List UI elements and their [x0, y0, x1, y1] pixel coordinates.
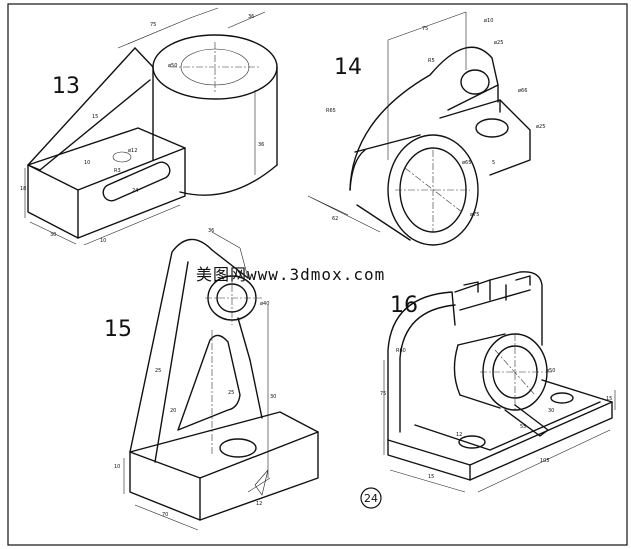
fig14-dim-10: 62: [332, 216, 338, 222]
fig16-dim-5: 12: [456, 432, 462, 438]
fig15-dim-0: 36: [208, 228, 214, 234]
fig13-dim-6: 10: [84, 160, 90, 166]
fig15-dim-2: 25: [155, 368, 161, 374]
fig13-dim-2: ø50: [168, 63, 177, 69]
fig15-dim-1: ø40: [260, 301, 269, 307]
figure-15-number: 15: [104, 317, 132, 342]
fig16-dim-6: 55: [520, 424, 526, 430]
fig15-dim-3: 20: [170, 408, 176, 414]
fig14-dim-6: ø25: [536, 124, 545, 130]
fig13-dim-9: 18: [20, 186, 26, 192]
figure-13-number: 13: [52, 74, 80, 99]
fig15-dim-4: 25: [228, 390, 234, 396]
fig13-dim-5: 36: [258, 142, 264, 148]
page-number-badge: 24: [360, 487, 382, 509]
figure-13: 13 75 36 ø50 15 ø12 36 10 24 30 18 10 R3: [20, 7, 278, 246]
fig16-dim-3: 30: [548, 408, 554, 414]
fig14-dim-9: 5: [492, 160, 495, 166]
fig13-dim-11: R3: [114, 168, 121, 174]
fig14-dim-2: ø25: [494, 40, 503, 46]
fig14-dim-3: R65: [326, 108, 336, 114]
fig13-dim-10: 10: [100, 238, 106, 244]
watermark: 美图网www.3dmox.com: [196, 265, 385, 284]
fig16-dim-2: 75: [380, 391, 386, 397]
figure-14-number: 14: [334, 55, 362, 80]
fig16-dim-7: 105: [540, 458, 550, 464]
fig13-dim-1: 36: [248, 14, 254, 20]
fig14-dim-5: ø65: [462, 160, 471, 166]
fig14-dim-1: ø10: [484, 18, 493, 24]
fig14-dim-0: 75: [422, 26, 428, 32]
fig13-dim-7: 24: [132, 188, 138, 194]
fig14-dim-7: ø66: [518, 88, 527, 94]
fig15-dim-6: 70: [162, 512, 168, 518]
fig14-dim-4: R5: [428, 58, 435, 64]
fig16-dim-0: R60: [396, 348, 406, 354]
fig16-dim-1: ø50: [546, 368, 555, 374]
fig15-dim-5: 30: [270, 394, 276, 400]
fig14-dim-8: ø75: [470, 212, 479, 218]
figure-15: 15 36 ø40 25 20 25 30 70 10 12: [104, 228, 319, 531]
sheet-border: [7, 3, 628, 546]
fig13-dim-0: 75: [150, 22, 156, 28]
fig13-dim-4: ø12: [128, 148, 137, 154]
fig16-dim-8: 15: [428, 474, 434, 480]
figure-14: 14 75 ø10 ø25 R65 R5 ø65 ø25 ø66 ø75 5 6…: [307, 11, 545, 246]
figure-16-number: 16: [390, 293, 418, 318]
fig16-dim-4: 15: [606, 396, 612, 402]
fig15-dim-7: 10: [114, 464, 120, 470]
page-number: 24: [364, 492, 378, 505]
fig13-dim-3: 15: [92, 114, 98, 120]
fig15-dim-8: 12: [256, 501, 262, 507]
figure-16: 16 R60 ø50 75 30 15 12 55 105 15: [380, 271, 616, 493]
fig13-dim-8: 30: [50, 232, 56, 238]
